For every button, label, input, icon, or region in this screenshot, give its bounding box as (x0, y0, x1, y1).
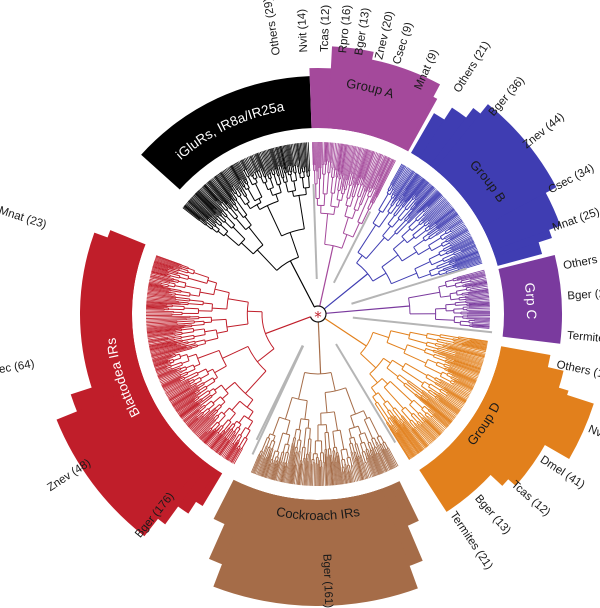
bar-group-c (498, 254, 562, 344)
tree-clade-blattodea (145, 255, 311, 465)
taxon-blattodea-1: Csec (64) (0, 358, 36, 379)
taxon-group-a-4: Bger (13) (353, 7, 372, 56)
phylogenetic-tree (145, 141, 493, 487)
bar-group-d (419, 346, 594, 512)
taxon-group-a-3: Rpro (16) (337, 4, 354, 54)
bar-group-a (309, 46, 441, 152)
taxon-group-b-3: Csec (34) (547, 162, 597, 196)
taxon-group-b-2: Znev (44) (521, 111, 567, 151)
bar-group-b (411, 104, 561, 266)
taxon-group-a-2: Tcas (12) (319, 4, 332, 52)
taxon-group-d-5: Termites (21) (447, 510, 495, 572)
taxon-group-d-0: Others (17) (555, 359, 600, 383)
tree-clade-cockroach (250, 321, 399, 487)
clade-bars (56, 46, 594, 607)
taxon-group-d-4: Bger (13) (472, 493, 513, 537)
bar-cockroach (208, 479, 423, 607)
taxon-blattodea-0: Mnat (23) (0, 205, 48, 232)
label-cockroach-irs: Cockroach IRs (275, 504, 361, 523)
taxon-group-b-1: Bger (36) (487, 75, 528, 119)
tree-clade-group-d (324, 317, 488, 460)
tree-clade-group-a (312, 141, 396, 307)
label-group-c: Grp C (522, 282, 539, 320)
tree-backbone (251, 184, 493, 455)
taxon-blattodea-2: Znev (48) (45, 457, 93, 494)
taxon-cockroach-0: Bger (161) (320, 554, 334, 608)
taxon-group-c-1: Bger (23) (567, 287, 600, 302)
taxon-group-c-2: Termites (20) (567, 330, 600, 348)
root-marker: * (314, 308, 322, 326)
taxon-group-b-0: Others (21) (452, 39, 493, 95)
taxon-group-d-1: Nvit (72) (586, 423, 600, 451)
taxon-group-a-1: Nvit (14) (296, 8, 310, 52)
tree-clade-group-b (323, 163, 483, 310)
bar-blattodea (56, 230, 223, 537)
bar-iglur (141, 76, 312, 190)
taxon-group-d-2: Dmel (41) (538, 454, 587, 492)
taxon-group-a-6: Csec (9) (391, 21, 416, 66)
taxon-group-a-0: Others (29) (262, 0, 283, 56)
tree-clade-group-c (325, 269, 491, 329)
taxon-group-b-4: Mnat (25) (551, 206, 600, 234)
tree-clade-iglur (182, 142, 315, 308)
taxon-group-d-3: Tcas (12) (509, 479, 553, 519)
taxon-group-c-0: Others (24) (562, 249, 600, 272)
